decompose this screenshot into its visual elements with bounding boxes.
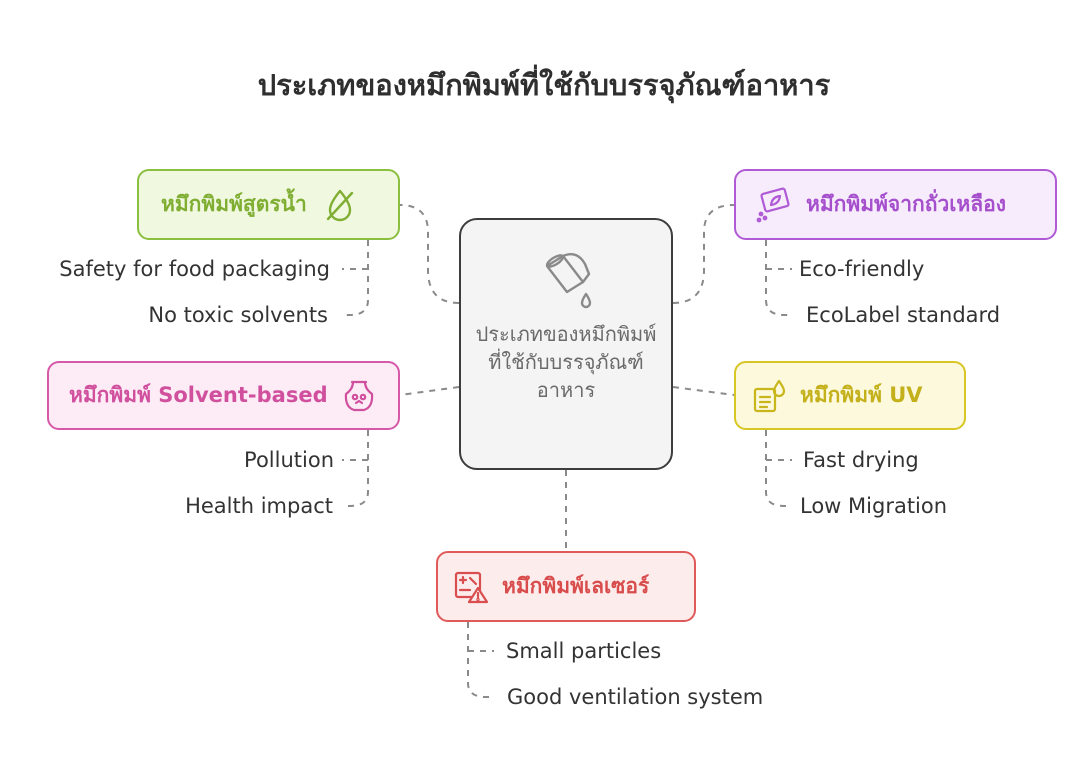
node-laser: หมึกพิมพ์เลเซอร์ — [436, 551, 696, 622]
node-solvent-based-label: หมึกพิมพ์ Solvent-based — [69, 383, 328, 407]
laser-warning-icon — [452, 568, 490, 606]
leaf-uv-2: Low Migration — [800, 494, 948, 518]
leaf-card-icon — [754, 186, 792, 224]
connector-laser-items — [467, 622, 494, 698]
center-node: ประเภทของหมึกพิมพ์ที่ใช้กับบรรจุภัณฑ์อาห… — [459, 218, 673, 470]
leaf-laser-1: Small particles — [506, 639, 662, 663]
connector-center-water — [399, 204, 460, 304]
node-uv-label: หมึกพิมพ์ UV — [800, 383, 923, 407]
flask-danger-icon — [340, 377, 378, 415]
node-water-based-label: หมึกพิมพ์สูตรน้ำ — [161, 192, 307, 216]
connector-solvent-items — [342, 430, 369, 507]
node-water-based: หมึกพิมพ์สูตรน้ำ — [137, 169, 400, 240]
leaf-soy-1: Eco-friendly — [799, 257, 925, 281]
node-solvent-based: หมึกพิมพ์ Solvent-based — [47, 361, 400, 430]
leaf-laser-2: Good ventilation system — [507, 685, 764, 709]
node-laser-label: หมึกพิมพ์เลเซอร์ — [502, 574, 650, 598]
node-uv: หมึกพิมพ์ UV — [734, 361, 966, 430]
connector-soy-items — [765, 240, 792, 316]
connector-water-items — [342, 240, 369, 316]
leaf-solvent-1: Pollution — [244, 448, 334, 472]
leaf-soy-2: EcoLabel standard — [806, 303, 1001, 327]
center-label: ประเภทของหมึกพิมพ์ที่ใช้กับบรรจุภัณฑ์อาห… — [475, 322, 657, 402]
leaf-water-2: No toxic solvents — [148, 303, 328, 327]
leaf-water-1: Safety for food packaging — [59, 257, 330, 281]
connector-center-soy — [672, 204, 735, 304]
leaf-uv-1: Fast drying — [803, 448, 919, 472]
node-soy-based-label: หมึกพิมพ์จากถั่วเหลือง — [806, 192, 1007, 216]
connector-uv-items — [765, 430, 792, 507]
diagram-title: ประเภทของหมึกพิมพ์ที่ใช้กับบรรจุภัณฑ์อาห… — [257, 68, 831, 102]
bucket-pour-icon — [537, 248, 599, 310]
connector-center-solvent — [399, 386, 460, 396]
water-drop-slash-icon — [321, 186, 359, 224]
document-drop-icon — [750, 377, 788, 415]
connector-center-uv — [672, 386, 735, 396]
leaf-solvent-2: Health impact — [185, 494, 333, 518]
node-soy-based: หมึกพิมพ์จากถั่วเหลือง — [734, 169, 1057, 240]
